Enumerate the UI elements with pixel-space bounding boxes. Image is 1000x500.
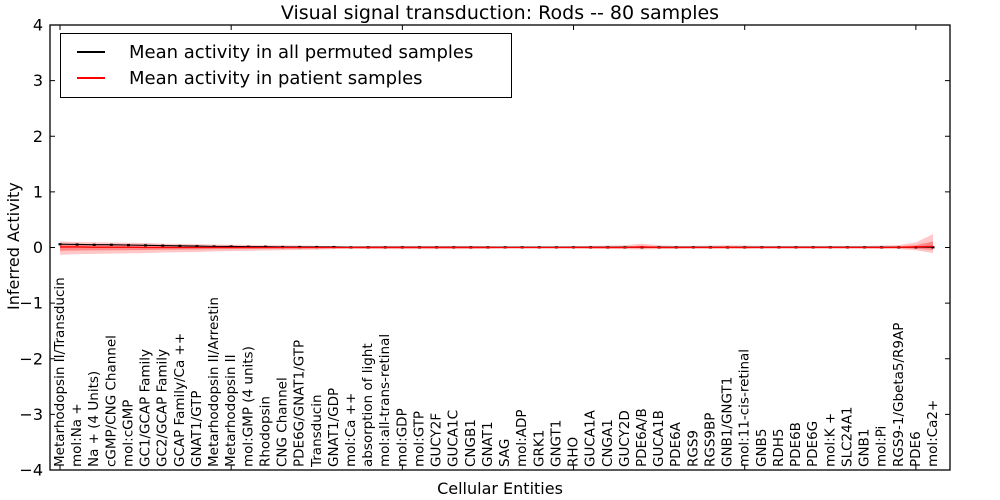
- permuted-mean-marker: [229, 245, 233, 248]
- x-category-label: GUCA1A: [583, 409, 599, 467]
- y-tick-label: 3: [33, 71, 43, 90]
- legend-label-permuted: Mean activity in all permuted samples: [129, 41, 474, 63]
- x-category-label: GC2/GCAP Family: [155, 349, 171, 467]
- permuted-mean-marker: [58, 243, 62, 246]
- y-tick-label: 2: [33, 127, 43, 146]
- x-category-label: GUCA1B: [651, 410, 667, 467]
- x-category-label: GRK1: [531, 430, 547, 467]
- legend-label-patient: Mean activity in patient samples: [129, 67, 423, 89]
- permuted-mean-marker: [931, 246, 935, 249]
- x-category-label: GUCA1C: [446, 410, 462, 467]
- permuted-mean-marker: [92, 243, 96, 246]
- legend: Mean activity in all permuted samples Me…: [60, 33, 512, 98]
- x-category-label: mol:ADP: [514, 410, 530, 467]
- x-axis-title: Cellular Entities: [437, 479, 563, 498]
- y-tick-label: 0: [33, 238, 43, 257]
- x-category-label: CNGB1: [463, 419, 479, 467]
- x-category-label: RGS9: [685, 430, 701, 467]
- y-tick-label: −4: [19, 461, 43, 480]
- y-tick-label: −3: [19, 405, 43, 424]
- x-category-label: absorption of light: [360, 343, 376, 467]
- x-category-label: mol:Ca ++: [343, 393, 359, 467]
- x-category-label: mol:Na +: [69, 403, 85, 467]
- y-tick-label: 1: [33, 182, 43, 201]
- permuted-mean-marker: [195, 245, 199, 248]
- x-category-label: GNAT1/GTP: [189, 391, 205, 468]
- y-tick-label: −2: [19, 349, 43, 368]
- x-category-label: Metarhodopsin II/Arrestin: [206, 297, 222, 467]
- permuted-mean-marker: [178, 244, 182, 248]
- x-category-label: GUCY2D: [617, 410, 633, 467]
- x-category-label: PDE6G/GNAT1/GTP: [292, 340, 308, 467]
- x-category-label: RGS9BP: [702, 413, 718, 467]
- confidence-band: [60, 234, 933, 255]
- legend-item-patient: Mean activity in patient samples: [61, 65, 511, 91]
- permuted-mean-marker: [126, 243, 130, 247]
- permuted-mean-marker: [246, 245, 250, 248]
- y-tick-label: 4: [33, 16, 43, 35]
- x-category-label: mol:cGMP: [120, 400, 136, 467]
- permuted-mean-marker: [109, 243, 113, 246]
- patient-mean-line: [60, 245, 934, 249]
- x-category-label: Metarhodopsin II: [223, 354, 239, 467]
- permuted-mean-marker: [144, 244, 148, 247]
- legend-line-permuted-icon: [77, 51, 105, 53]
- x-category-label: RHO: [566, 437, 582, 467]
- x-category-label: PDE6: [908, 431, 924, 467]
- y-tick-label: −1: [19, 294, 43, 313]
- x-category-label: GNB5: [754, 429, 770, 467]
- x-category-label: RDH5: [771, 428, 787, 467]
- permuted-mean-marker: [75, 243, 79, 246]
- x-category-label: GC1/GCAP Family: [138, 349, 154, 467]
- x-category-label: RGS9-1/Gbeta5/R9AP: [891, 323, 907, 467]
- legend-item-permuted: Mean activity in all permuted samples: [61, 39, 511, 65]
- x-category-label: SAG: [497, 439, 513, 467]
- x-category-label: GUCY2F: [429, 413, 445, 467]
- x-category-label: GNB1: [857, 429, 873, 467]
- x-category-label: Na + (4 Units): [86, 371, 102, 467]
- x-category-label: GNAT1/GDP: [326, 388, 342, 467]
- x-category-label: SLC24A1: [839, 406, 855, 467]
- chart-title: Visual signal transduction: Rods -- 80 s…: [280, 2, 720, 24]
- x-category-label: CNG Channel: [275, 377, 291, 467]
- x-category-label: GCAP Family/Ca ++: [172, 333, 188, 467]
- x-category-label: CNGA1: [600, 419, 616, 467]
- permuted-mean-marker: [212, 245, 216, 248]
- confidence-band-core: [60, 241, 933, 251]
- x-category-label: Metarhodopsin II/Transducin: [52, 277, 68, 467]
- x-category-label: Transducin: [309, 394, 325, 468]
- x-category-label: cGMP/CNG Channel: [103, 335, 119, 467]
- x-category-label: mol:K +: [822, 413, 838, 467]
- x-category-label: PDE6A/B: [634, 408, 650, 467]
- legend-line-patient-icon: [77, 77, 105, 79]
- x-category-label: GNAT1: [480, 421, 496, 467]
- x-category-label: mol:GMP (4 units): [240, 346, 256, 467]
- x-category-label: mol:11-cis-retinal: [737, 349, 753, 467]
- x-category-label: PDE6G: [805, 421, 821, 467]
- x-category-label: mol:GTP: [411, 411, 427, 467]
- x-category-label: mol:all-trans-retinal: [377, 334, 393, 467]
- x-category-label: mol:Ca2+: [925, 400, 941, 467]
- x-category-label: mol:GDP: [394, 408, 410, 467]
- x-category-label: GNB1/GNGT1: [720, 377, 736, 467]
- x-category-label: GNGT1: [548, 420, 564, 467]
- x-category-label: PDE6A: [668, 421, 684, 467]
- x-category-label: Rhodopsin: [257, 396, 273, 467]
- x-category-label: mol:Pi: [874, 426, 890, 467]
- permuted-mean-marker: [263, 245, 267, 248]
- x-category-label: PDE6B: [788, 422, 804, 467]
- permuted-mean-marker: [161, 244, 165, 247]
